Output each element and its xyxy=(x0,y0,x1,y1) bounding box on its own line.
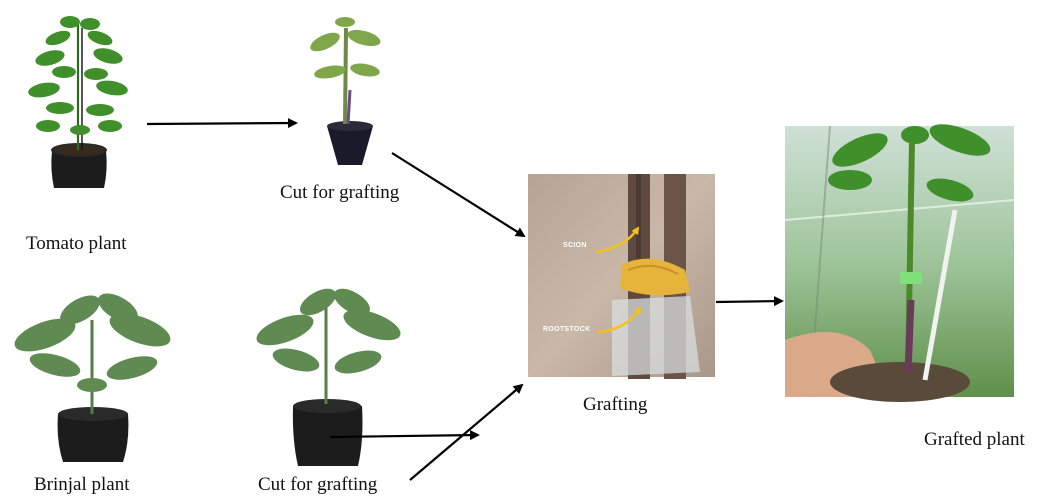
arrow-grafting-to-grafted xyxy=(716,301,782,302)
rootstock-annotation: ROOTSTOCK xyxy=(543,326,590,333)
brinjal-cut-label: Cut for grafting xyxy=(258,474,377,496)
grafted-plant-label: Grafted plant xyxy=(924,429,1025,451)
arrow-tomato-to-cut xyxy=(147,123,296,124)
grafting-label: Grafting xyxy=(583,394,647,416)
tomato-plant-image xyxy=(27,16,129,188)
tomato-plant-label: Tomato plant xyxy=(26,233,127,255)
arrow-tomato-cut-to-grafting xyxy=(392,153,524,236)
grafting-photo xyxy=(528,174,715,379)
tomato-cut-image xyxy=(308,17,383,165)
scion-annotation: SCION xyxy=(563,242,587,249)
tomato-cut-label: Cut for grafting xyxy=(280,182,399,204)
brinjal-plant-label: Brinjal plant xyxy=(34,474,130,496)
arrow-brinjal-cut-to-grafting xyxy=(410,385,522,480)
brinjal-cut-image xyxy=(253,283,405,466)
brinjal-plant-image xyxy=(10,287,174,462)
grafted-plant-photo xyxy=(785,118,1014,402)
